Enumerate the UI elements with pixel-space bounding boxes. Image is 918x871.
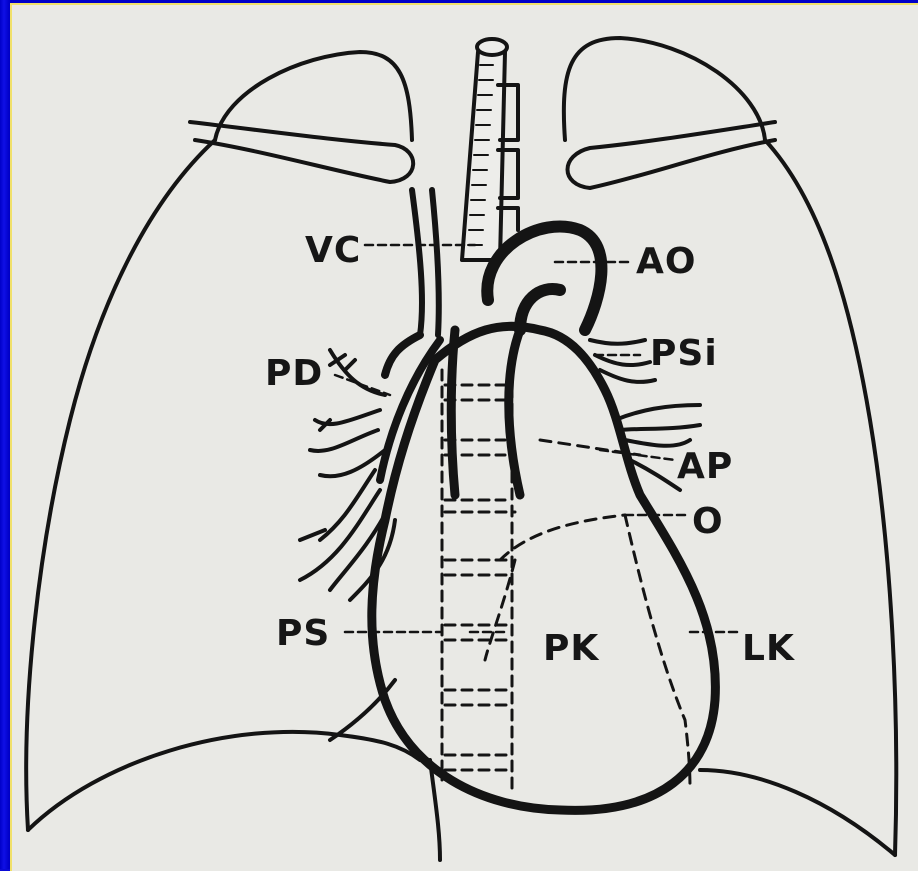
label-lk: LK — [742, 628, 795, 669]
label-psi: PSi — [650, 333, 718, 374]
right-lung-apex — [564, 38, 765, 140]
label-o: O — [692, 501, 724, 542]
right-chest-wall — [765, 140, 896, 855]
leader-lines — [335, 245, 740, 632]
aortic-arch — [487, 226, 601, 330]
right-heart-border — [380, 335, 440, 480]
label-pd: PD — [265, 353, 323, 394]
label-ap: AP — [677, 446, 733, 487]
left-chest-wall — [26, 140, 215, 830]
thorax-outline — [26, 38, 896, 855]
label-ao: AO — [636, 241, 696, 282]
vena-cava — [412, 190, 439, 335]
label-pk: PK — [543, 628, 599, 669]
label-vc: VC — [305, 230, 361, 271]
right-clavicle — [568, 122, 776, 188]
label-ps: PS — [276, 613, 330, 654]
pulmonary-trunk — [451, 330, 520, 495]
left-clavicle — [190, 122, 413, 182]
heart-outline — [372, 326, 716, 810]
